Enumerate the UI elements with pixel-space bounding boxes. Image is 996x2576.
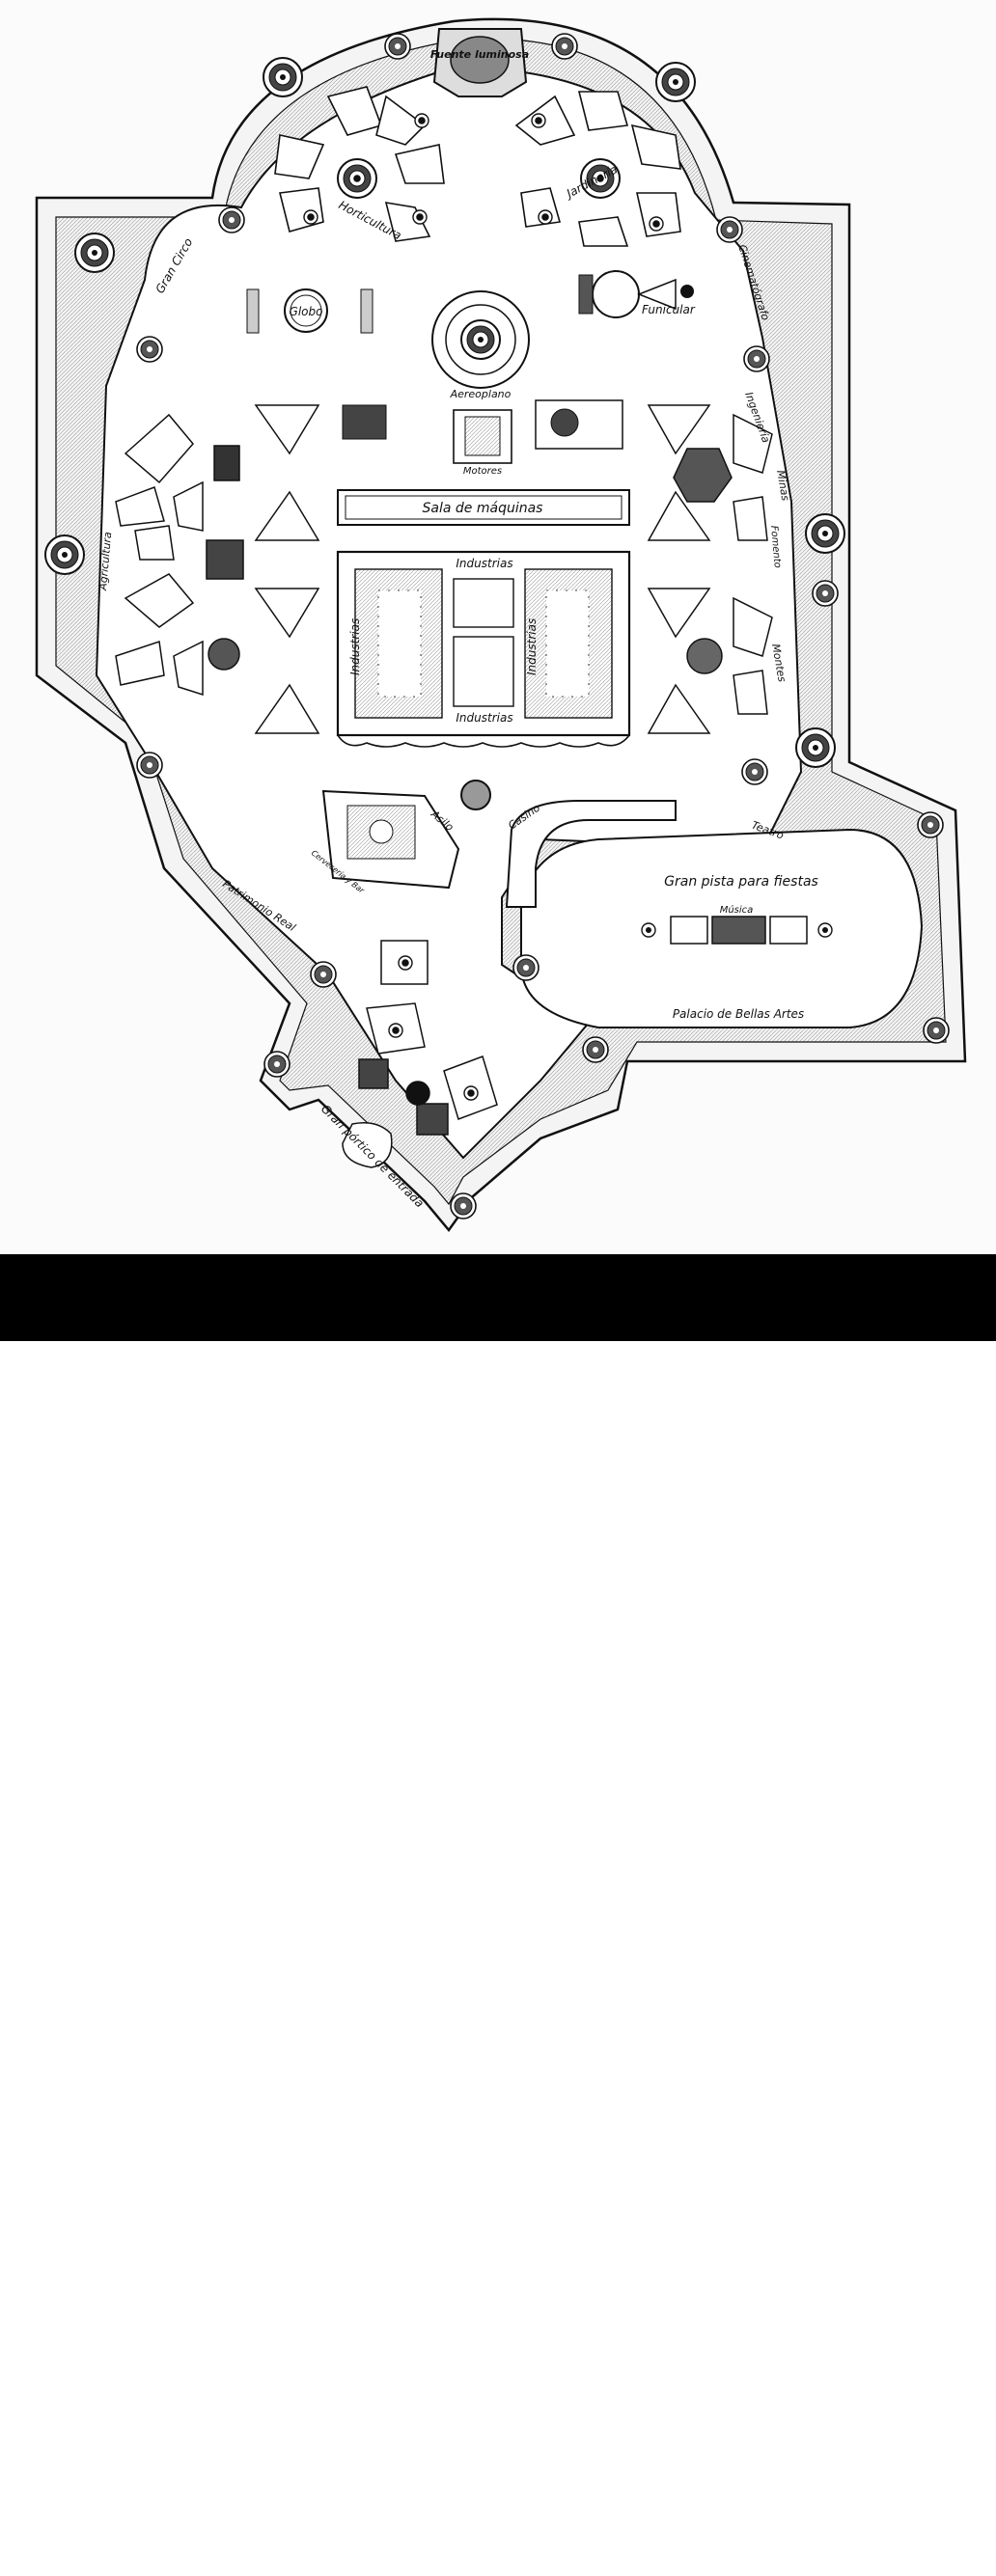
globo-building bbox=[246, 288, 374, 334]
industrias-building bbox=[336, 550, 631, 748]
image-url: www.alamy.com bbox=[835, 2557, 968, 2576]
left-gardens bbox=[115, 404, 320, 734]
label-musica: Música bbox=[720, 904, 754, 916]
label-industrias-left: Industrias bbox=[348, 618, 362, 675]
label-minas: Minas bbox=[774, 469, 791, 502]
label-aereoplano: Aereoplano bbox=[450, 388, 512, 400]
motores-block bbox=[342, 399, 623, 464]
entrance-plazas bbox=[342, 940, 498, 1168]
label-agricultura: Agricultura bbox=[97, 531, 114, 591]
label-globo: Globo bbox=[290, 305, 323, 318]
musica-stage bbox=[641, 916, 833, 945]
center-pond bbox=[460, 780, 491, 810]
label-industrias-bottom: Industrias bbox=[456, 711, 512, 725]
label-funicular: Funicular bbox=[642, 303, 696, 316]
exhibition-map: Fuente luminosa Horticultura Jardinería … bbox=[0, 0, 996, 1254]
image-id: 2TCY321 bbox=[835, 2528, 925, 2551]
label-fomento: Fomento bbox=[768, 525, 783, 568]
label-sala-de-maquinas: Sala de máquinas bbox=[423, 501, 543, 516]
watermark-footer: alamy 2TCY321 www.alamy.com bbox=[0, 1254, 996, 2576]
right-gardens bbox=[647, 404, 773, 734]
casino-building bbox=[505, 800, 677, 908]
jardineria-garden bbox=[514, 91, 681, 247]
cerveceria-building bbox=[321, 789, 460, 890]
alamy-logo: alamy bbox=[14, 2526, 153, 2575]
aereoplano-circle bbox=[431, 290, 530, 389]
label-industrias-top: Industrias bbox=[456, 557, 512, 570]
fountain-building bbox=[432, 28, 528, 97]
funicular-building bbox=[578, 270, 694, 318]
horticultura-garden bbox=[274, 86, 445, 242]
map-plan: Fuente luminosa Horticultura Jardinería … bbox=[35, 17, 967, 1233]
sala-de-maquinas-building bbox=[337, 489, 630, 526]
label-bellas-artes: Palacio de Bellas Artes bbox=[673, 1007, 804, 1021]
label-industrias-right: Industrias bbox=[525, 618, 539, 675]
label-gran-pista: Gran pista para fiestas bbox=[664, 874, 818, 890]
label-fuente: Fuente luminosa bbox=[430, 48, 529, 61]
label-motores: Motores bbox=[463, 466, 502, 477]
